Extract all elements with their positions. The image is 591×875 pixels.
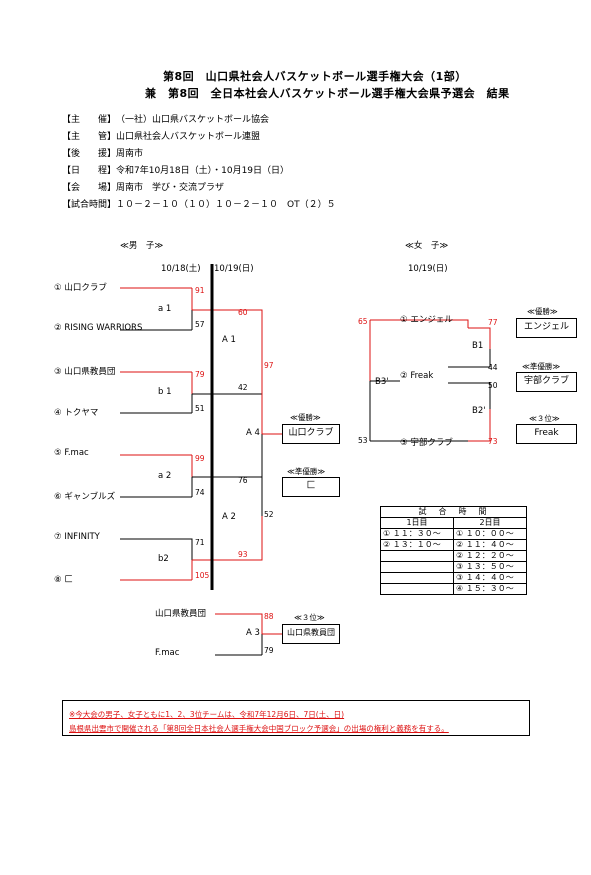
info-value: 周南市 xyxy=(116,149,144,159)
notes-box: ※今大会の男子、女子ともに1、2、3位チームは、令和7年12月6日、7日(土、日… xyxy=(62,700,530,736)
womens-third-place-box: Freak xyxy=(516,424,577,444)
info-label: 【会 場】 xyxy=(62,183,117,193)
score: 42 xyxy=(238,383,248,392)
score: 76 xyxy=(238,476,248,485)
score: 65 xyxy=(358,317,368,326)
mens-date-day2: 10/19(日) xyxy=(214,264,254,274)
schedule-cell xyxy=(380,572,454,584)
schedule-day2-header: 2日目 xyxy=(453,517,527,529)
team-name: ⑧ 匚 xyxy=(54,575,73,585)
info-value: 山口県社会人バスケットボール連盟 xyxy=(116,132,261,142)
schedule-day1-header: 1日目 xyxy=(380,517,454,529)
mens-champion-label: ≪優勝≫ xyxy=(290,413,321,422)
team-name: ① 山口クラブ xyxy=(54,283,107,293)
info-value: １０－２－１０（１０）１０－２－１０ OT（２）５ xyxy=(116,200,336,210)
score: 88 xyxy=(264,612,274,621)
game-label: B3' xyxy=(375,377,389,387)
game-label: A 3 xyxy=(246,628,260,638)
score: 99 xyxy=(195,454,205,463)
game-label: b 1 xyxy=(158,387,172,397)
schedule-cell xyxy=(380,550,454,562)
score: 93 xyxy=(238,550,248,559)
womens-result-label: ≪優勝≫ xyxy=(527,307,558,316)
game-label: a 2 xyxy=(158,471,172,481)
schedule-title: 試 合 時 間 xyxy=(380,506,527,518)
mens-date-day1: 10/18(土) xyxy=(161,264,201,274)
team-name: ① エンジェル xyxy=(400,315,453,325)
info-value: （一社）山口県バスケットボール協会 xyxy=(116,115,270,125)
score: 91 xyxy=(195,286,205,295)
third-place-team: F.mac xyxy=(155,648,180,658)
info-label: 【日 程】 xyxy=(62,166,117,176)
score: 52 xyxy=(264,510,274,519)
team-name: ⑦ INFINITY xyxy=(54,532,100,542)
score: 73 xyxy=(488,437,498,446)
schedule-cell: ③ １３：５０～ xyxy=(453,561,527,573)
score: 60 xyxy=(238,308,248,317)
schedule-cell: ① １０：００～ xyxy=(453,528,527,540)
info-label: 【主 管】 xyxy=(62,132,117,142)
title-line-2: 兼 第8回 全日本社会人バスケットボール選手権大会県予選会 結果 xyxy=(145,87,510,100)
schedule-table: 試 合 時 間 1日目 2日目 ① １１：３０～① １０：００～ ② １３：１０… xyxy=(380,506,527,595)
mens-runner-up-box: 匚 xyxy=(282,477,340,497)
schedule-cell: ② １１：４０～ xyxy=(453,539,527,551)
mens-third-place-box: 山口県教員団 xyxy=(282,624,340,644)
note-line-2: 島根県出雲市で開催される「第8回全日本社会人選手権大会中国ブロック予選会」の出場… xyxy=(69,724,449,733)
info-label: 【後 援】 xyxy=(62,149,117,159)
team-name: ② Freak xyxy=(400,371,434,381)
schedule-cell: ② １３：１０～ xyxy=(380,539,454,551)
score: 51 xyxy=(195,404,205,413)
game-label: A 4 xyxy=(246,428,260,438)
game-label: a 1 xyxy=(158,304,172,314)
womens-result-label: ≪３位≫ xyxy=(529,414,560,423)
womens-result-label: ≪準優勝≫ xyxy=(522,362,561,371)
womens-date: 10/19(日) xyxy=(408,264,448,274)
info-value: 周南市 学び・交流プラザ xyxy=(116,183,225,193)
schedule-cell: ③ １４：４０～ xyxy=(453,572,527,584)
score: 53 xyxy=(358,436,368,445)
team-name: ③ 宇部クラブ xyxy=(400,438,453,448)
score: 79 xyxy=(264,646,274,655)
score: 74 xyxy=(195,488,205,497)
mens-champion-box: 山口クラブ xyxy=(282,424,340,444)
team-name: ⑤ F.mac xyxy=(54,448,89,458)
womens-champion-box: エンジェル xyxy=(516,318,577,338)
note-line-1: ※今大会の男子、女子ともに1、2、3位チームは、令和7年12月6日、7日(土、日… xyxy=(69,710,345,719)
score: 77 xyxy=(488,318,498,327)
team-name: ② RISING WARRIORS xyxy=(54,323,143,333)
game-label: B1 xyxy=(472,341,484,351)
score: 97 xyxy=(264,361,274,370)
womens-heading: ≪女 子≫ xyxy=(405,241,449,251)
score: 57 xyxy=(195,320,205,329)
schedule-cell: ④ １５：３０～ xyxy=(453,583,527,595)
score: 44 xyxy=(488,363,498,372)
team-name: ③ 山口県教員団 xyxy=(54,367,116,377)
info-value: 令和7年10月18日（土）・10月19日（日） xyxy=(116,166,290,176)
womens-runner-up-box: 宇部クラブ xyxy=(516,372,577,392)
schedule-cell xyxy=(380,583,454,595)
mens-third-place-label: ≪３位≫ xyxy=(294,613,325,622)
mens-heading: ≪男 子≫ xyxy=(120,241,164,251)
info-label: 【試合時間】 xyxy=(62,200,117,210)
title-line-1: 第8回 山口県社会人バスケットボール選手権大会（1部） xyxy=(163,70,467,83)
score: 105 xyxy=(195,571,210,580)
team-name: ④ トクヤマ xyxy=(54,408,99,418)
game-label: B2' xyxy=(472,406,486,416)
game-label: A 1 xyxy=(222,335,236,345)
score: 79 xyxy=(195,370,205,379)
schedule-cell xyxy=(380,561,454,573)
schedule-cell: ② １２：２０～ xyxy=(453,550,527,562)
info-label: 【主 催】 xyxy=(62,115,117,125)
third-place-team: 山口県教員団 xyxy=(155,609,207,619)
schedule-cell: ① １１：３０～ xyxy=(380,528,454,540)
team-name: ⑥ ギャンブルズ xyxy=(54,492,116,502)
game-label: b2 xyxy=(158,554,169,564)
score: 50 xyxy=(488,381,498,390)
game-label: A 2 xyxy=(222,512,236,522)
mens-runner-up-label: ≪準優勝≫ xyxy=(287,467,326,476)
score: 71 xyxy=(195,538,205,547)
